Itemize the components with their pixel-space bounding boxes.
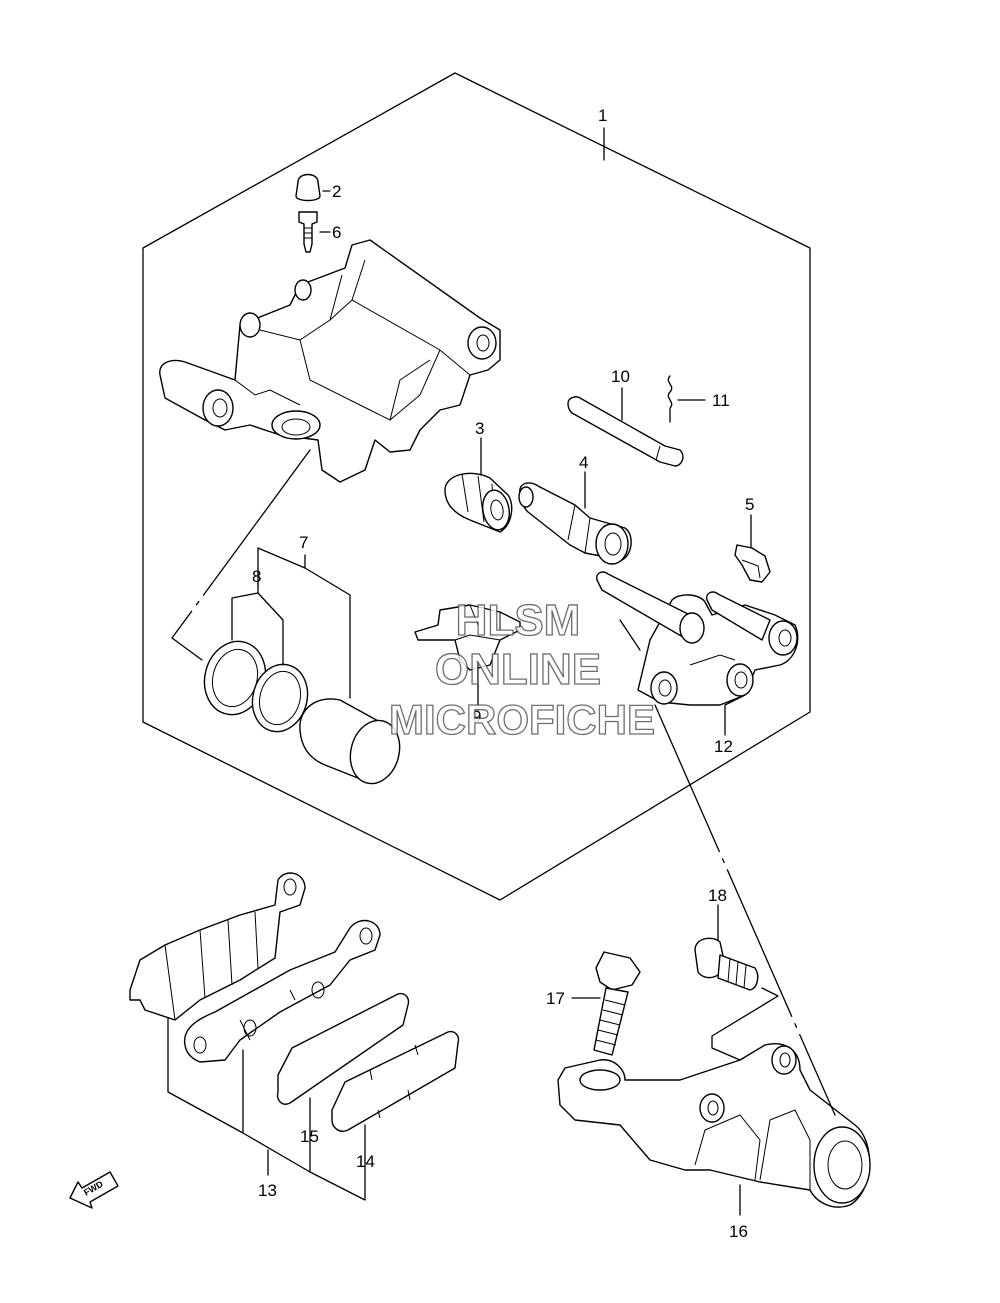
dust-seal [251, 663, 309, 733]
callout-11: 11 [712, 391, 730, 410]
callout-12: 12 [714, 737, 733, 756]
leader-lines [167, 127, 836, 1216]
callout-17: 17 [546, 989, 565, 1008]
callout-2: 2 [332, 182, 341, 201]
pad-shim-15 [276, 992, 410, 1105]
callout-16: 16 [729, 1222, 748, 1241]
slide-pin-sleeve [518, 482, 632, 565]
mounting-bolt-18 [694, 937, 759, 991]
callout-4: 4 [579, 453, 588, 472]
pad-shim-14 [331, 1030, 460, 1132]
caliper-bracket [596, 571, 799, 706]
callout-7: 7 [299, 533, 308, 552]
pad-spring-clip [734, 544, 771, 583]
caliper-holder [557, 1043, 871, 1208]
callout-3: 3 [475, 419, 484, 438]
watermark: HLSM ONLINE MICROFICHE [388, 595, 655, 743]
callout-5: 5 [745, 495, 754, 514]
watermark-line-3: MICROFICHE [389, 696, 655, 743]
pad-retainer-spring [414, 604, 521, 671]
brake-pad-rear [129, 872, 306, 1021]
callout-1: 1 [598, 106, 607, 125]
watermark-line-2: ONLINE [435, 645, 601, 694]
caliper-pin [567, 396, 684, 467]
callout-8: 8 [252, 567, 261, 586]
callout-6: 6 [332, 223, 341, 242]
callout-18: 18 [708, 886, 727, 905]
watermark-line-1: HLSM [456, 596, 581, 645]
callout-10: 10 [611, 367, 630, 386]
mounting-bolt-17 [593, 951, 641, 1056]
brake-pad-front [183, 919, 381, 1063]
caliper-piston [299, 698, 401, 785]
callout-14: 14 [356, 1152, 375, 1171]
callout-13: 13 [258, 1181, 277, 1200]
pin-clip [667, 375, 673, 423]
pin-boot [444, 472, 513, 533]
bleeder-screw [298, 211, 318, 253]
bleeder-cap [295, 173, 321, 202]
assembly-outline [142, 72, 811, 901]
caliper-body [159, 239, 501, 483]
callout-15: 15 [300, 1127, 319, 1146]
callout-9: 9 [472, 707, 481, 726]
fwd-arrow-icon: FWD [69, 1171, 119, 1209]
callout-labels: 1 2 6 10 11 3 4 5 7 8 9 12 18 17 15 14 1… [252, 106, 754, 1241]
